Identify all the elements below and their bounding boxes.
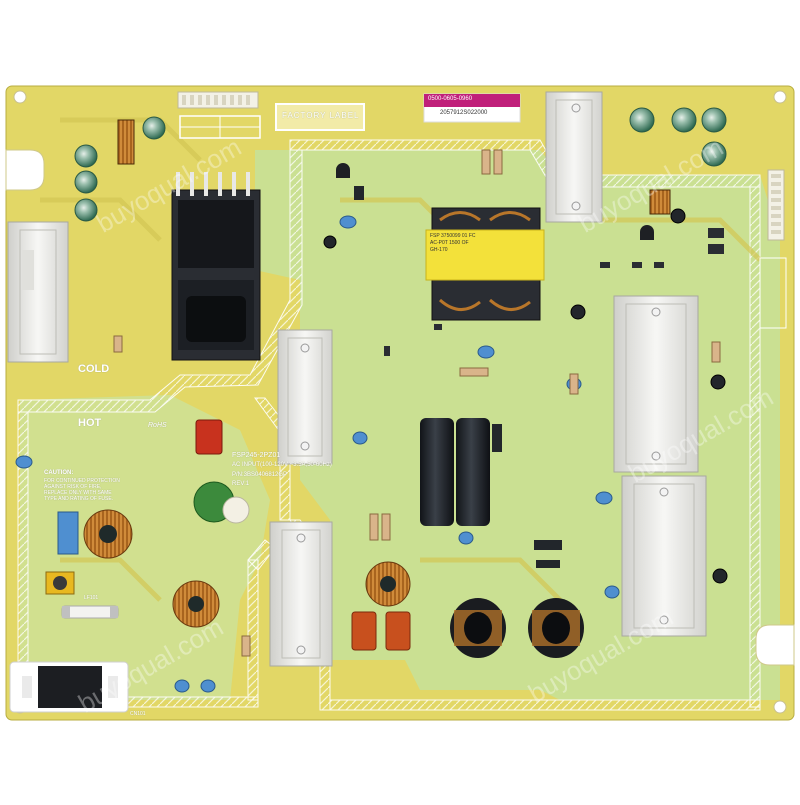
- heatsink-left: [7, 221, 69, 363]
- input-rating: AC INPUT(100-120V ~3.5A,50-60Hz): [232, 462, 332, 468]
- edge-cutout-left: [5, 149, 45, 191]
- varistor-2: [222, 496, 250, 524]
- toroid-choke-2: [172, 580, 220, 628]
- serial-sticker-text: 0500-0605-0960: [428, 96, 473, 102]
- x-capacitor-2: [351, 611, 377, 651]
- transformer-label-2: AC-P0T 1500 OF: [430, 240, 469, 246]
- small-inductor-top: [117, 119, 135, 165]
- factory-label-text: FACTORY LABEL: [282, 111, 360, 120]
- mount-hole-br: [773, 700, 787, 714]
- heatsink-top: [545, 91, 603, 223]
- barcode-number: 2057912S022000: [440, 110, 488, 116]
- toroid-choke-3: [365, 561, 411, 607]
- heatsink-right-upper: [613, 295, 699, 473]
- small-black-capacitors: [323, 208, 728, 584]
- heatsink-bottom: [269, 521, 333, 667]
- x-capacitor-blue: [57, 511, 79, 555]
- factory-label-box: [275, 103, 365, 131]
- caution-body: FOR CONTINUED PROTECTION AGAINST RISK OF…: [44, 478, 120, 502]
- bulk-capacitor-2: [456, 418, 490, 526]
- green-capacitors: [74, 107, 727, 222]
- fuse: [61, 605, 119, 619]
- choke-label: LF101: [84, 595, 99, 601]
- x-capacitor-3: [385, 611, 411, 651]
- pfc-choke-1: [450, 598, 506, 658]
- ac-connector: [9, 661, 129, 713]
- hot-zone-label: HOT: [78, 417, 102, 429]
- top-connector: [177, 91, 259, 109]
- model-label: FSP245-2PZ01: [232, 452, 281, 459]
- heatsink-right-lower: [621, 475, 707, 637]
- cold-zone-label: COLD: [78, 363, 110, 375]
- blue-ceramic-capacitors: [15, 215, 620, 693]
- transformer-label-3: GH-170: [430, 247, 448, 253]
- heatsink-screws: [296, 103, 669, 655]
- rohs-mark: RoHS: [148, 422, 167, 429]
- mount-hole-tr: [773, 90, 787, 104]
- bulk-capacitor-1: [420, 418, 454, 526]
- pfc-choke-2: [528, 598, 584, 658]
- main-transformer-left: [171, 172, 261, 361]
- x-capacitor-1: [195, 419, 223, 455]
- common-mode-choke-small: [45, 571, 75, 595]
- connector-label: CN101: [130, 711, 146, 717]
- toroid-choke-1: [83, 509, 133, 559]
- resistors: [113, 149, 721, 657]
- caution-heading: CAUTION:: [44, 470, 74, 476]
- silk-pin-table: [759, 257, 787, 329]
- smd-parts: [384, 228, 724, 356]
- diodes: [354, 186, 562, 568]
- small-inductor-right: [649, 189, 671, 215]
- part-number: P/N:3BS0406812GP: [232, 472, 288, 478]
- edge-cutout-right: [755, 624, 795, 666]
- small-transistors: [336, 163, 654, 240]
- mount-hole-tl: [13, 90, 27, 104]
- revision: REV:1: [232, 481, 250, 487]
- barcode-sticker: [423, 93, 521, 123]
- transformer-label: FSP 3750099 01 FC: [430, 233, 476, 239]
- right-connector: [767, 169, 785, 241]
- main-transformer-center: [425, 207, 545, 321]
